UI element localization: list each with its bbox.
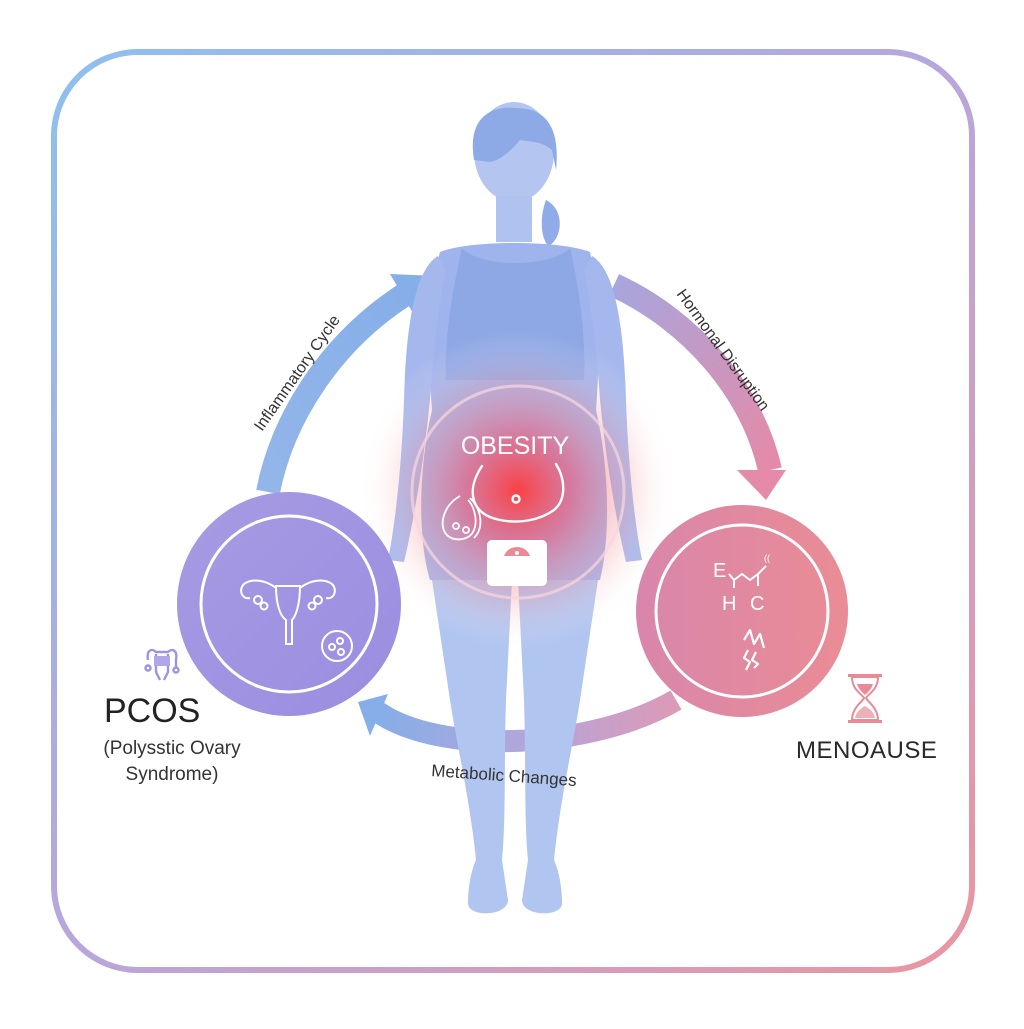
- figure-hair: [472, 107, 557, 170]
- uterus-icon: [240, 579, 336, 645]
- obesity-ring: [410, 384, 626, 600]
- cyst-icon: [321, 630, 353, 662]
- molecule-letter-e: E: [713, 560, 726, 582]
- arrow-hormonal-disruption: [608, 274, 786, 500]
- molecule-letter-c: C: [750, 593, 764, 615]
- obesity-glow: [358, 330, 678, 650]
- molecule-letter-h: H: [722, 593, 736, 615]
- menopause-title: MENOAUSE: [796, 737, 938, 764]
- small-uterus-icon: [144, 648, 180, 681]
- pcos-subtitle-line2: Syndrome): [125, 764, 219, 785]
- frame-border: [51, 49, 975, 973]
- obesity-label: OBESITY: [461, 432, 570, 460]
- label-hormonal-disruption: Hormonal Disruption: [673, 286, 772, 414]
- menopause-node: E H C ((: [636, 505, 848, 717]
- arrow-metabolic-changes: [358, 690, 682, 753]
- pcos-inner-ring: [199, 514, 379, 694]
- hormone-molecule-icon: E H C ((: [713, 553, 770, 615]
- figure-neck: [496, 196, 532, 242]
- weighing-scale-icon: [487, 540, 547, 586]
- pcos-node: [177, 492, 401, 716]
- menopause-circle: [636, 505, 848, 717]
- svg-text:((: ((: [764, 553, 770, 563]
- figure-ponytail: [541, 200, 560, 246]
- fat-cells-icon: [441, 495, 482, 541]
- hourglass-icon: [848, 674, 882, 723]
- pcos-title: PCOS: [104, 692, 201, 730]
- menopause-inner-ring: [654, 523, 830, 699]
- belly-icon: [471, 462, 565, 523]
- hot-flash-icon: [742, 628, 766, 671]
- pcos-subtitle-line1: (Polysstic Ovary: [103, 738, 241, 759]
- figure-left-leg: [432, 580, 512, 914]
- pcos-circle: [177, 492, 401, 716]
- pcos-subtitle: (Polysstic Ovary Syndrome): [82, 736, 262, 788]
- figure-right-leg: [518, 580, 598, 914]
